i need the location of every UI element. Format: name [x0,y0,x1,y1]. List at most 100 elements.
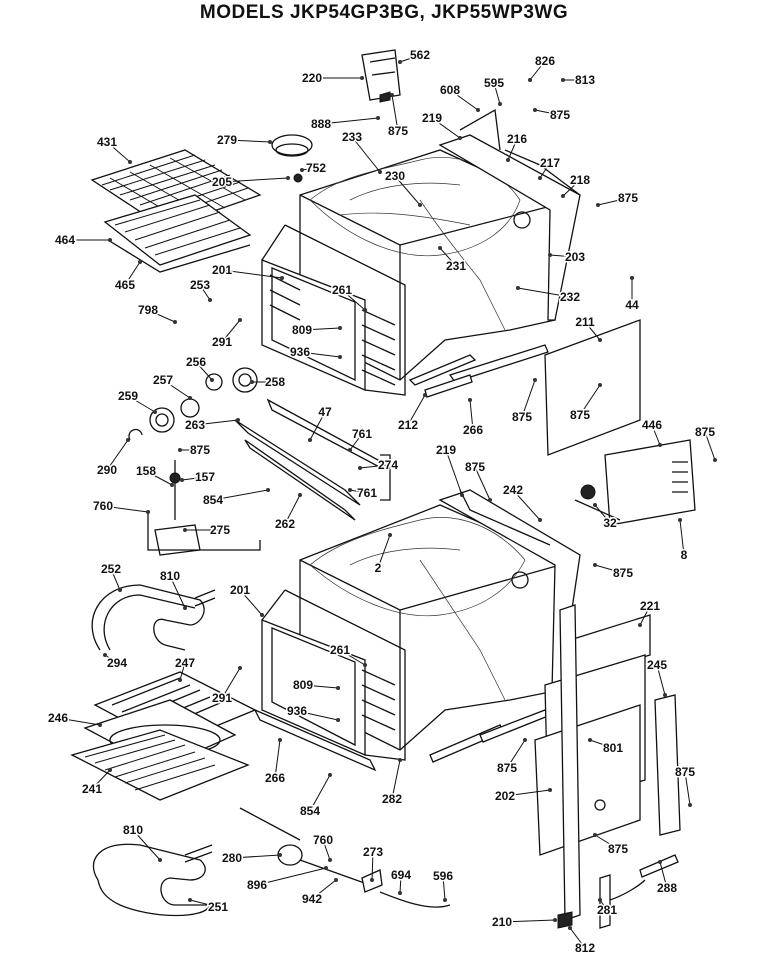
leader-dot [208,298,212,302]
leader-dot [336,686,340,690]
leader-dot [630,276,634,280]
callout-label: 875 [388,124,408,138]
callout-44: 44 [624,276,640,314]
callout-230: 230 [383,168,422,207]
callout-201: 201 [228,582,264,617]
leader-dot [638,623,642,627]
callout-label: 220 [302,71,322,85]
leader-dot [334,878,338,882]
leader-dot [280,276,284,280]
callout-label: 218 [570,173,590,187]
leader-dot [328,773,332,777]
leader-dot [178,678,182,682]
callout-694: 694 [389,867,413,895]
leader-dot [128,160,132,164]
callout-label: 32 [603,516,617,530]
leader-line [57,717,101,726]
callout-291: 291 [210,318,242,351]
part-245-strip [654,694,681,836]
callout-273: 273 [361,844,385,882]
callout-252: 252 [99,561,123,592]
upper-side-rails [408,344,549,398]
callout-label: 47 [318,405,332,419]
callout-262: 262 [273,493,302,533]
leader-dot [153,410,157,414]
leader-line [549,254,576,258]
callout-219: 219 [434,442,464,497]
leader-line [311,879,337,900]
callout-label: 936 [287,704,307,718]
callout-label: 760 [93,499,113,513]
callout-247: 247 [173,655,197,682]
callout-label: 291 [212,691,232,705]
leader-dot [358,466,362,470]
leader-dot [328,858,332,862]
callout-875: 875 [593,833,630,858]
callout-810: 810 [158,568,187,610]
callout-label: 282 [382,792,402,806]
leader-dot [170,483,174,487]
callout-label: 854 [203,493,223,507]
leader-dot [468,398,472,402]
leader-line [351,136,381,173]
bake-element-251 [92,843,213,917]
panel-202 [534,704,641,856]
callout-220: 220 [300,70,364,87]
callout-label: 875 [550,108,570,122]
leader-dot [250,380,254,384]
leader-line [493,82,501,105]
callout-label: 201 [230,583,250,597]
leader-line [132,829,161,861]
callout-942: 942 [300,878,338,908]
leader-line [221,667,241,699]
callout-288: 288 [655,860,679,897]
callout-266: 266 [263,738,287,787]
leader-line [296,710,339,721]
callout-875: 875 [463,459,492,502]
callout-875: 875 [693,424,717,462]
leader-dot [363,308,367,312]
leader-line [656,664,666,696]
leader-dot [658,443,662,447]
callout-label: 258 [265,375,285,389]
leader-line [226,139,271,143]
leader-dot [533,378,537,382]
leader-dot [548,788,552,792]
callout-label: 896 [247,878,267,892]
callout-label: 241 [82,782,102,796]
leader-dot [138,260,142,264]
callout-label: 8 [681,548,688,562]
callout-854: 854 [298,773,332,820]
leader-dot [561,78,565,82]
callout-label: 288 [657,881,677,895]
callout-261: 261 [330,282,367,312]
callout-label: 942 [302,892,322,906]
thermostat-probe-280 [239,807,451,908]
leader-dot [348,448,352,452]
callout-label: 201 [212,263,232,277]
leader-line [394,175,421,206]
leader-dot [336,718,340,722]
leader-dot [324,866,328,870]
callout-875: 875 [386,93,410,140]
callout-label: 809 [293,678,313,692]
leader-line [106,141,131,163]
leader-line [679,519,685,556]
callout-label: 936 [290,345,310,359]
leader-line [442,875,446,901]
callout-596: 596 [431,868,455,902]
leader-dot [286,176,290,180]
callout-label: 205 [212,175,232,189]
leader-dot [260,613,264,617]
leader-line [359,464,389,469]
leader-dot [548,253,552,257]
callout-936: 936 [285,703,340,722]
leader-dot [598,338,602,342]
callout-label: 465 [115,278,135,292]
callout-282: 282 [380,758,404,808]
leader-dot [553,918,557,922]
leader-line [439,247,457,267]
leader-line [339,649,366,666]
callout-label: 253 [190,278,210,292]
